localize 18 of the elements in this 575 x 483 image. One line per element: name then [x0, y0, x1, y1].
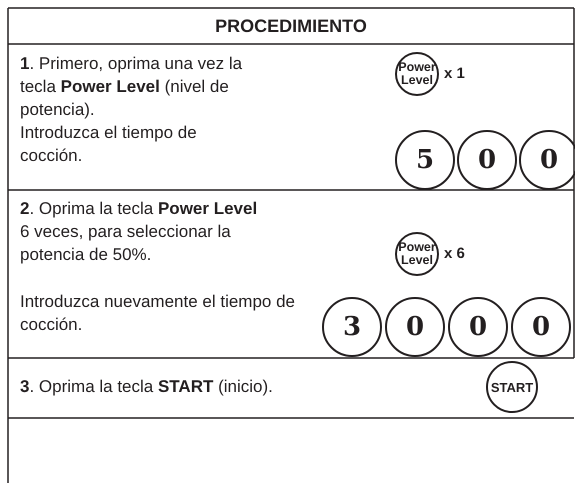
digit-key: 5 — [395, 130, 455, 190]
digit-key: 0 — [457, 130, 517, 190]
press-count: x 1 — [444, 65, 465, 82]
press-count: x 6 — [444, 245, 465, 262]
digit-key: 0 — [519, 130, 575, 190]
power-level-key: Power Level — [395, 232, 439, 276]
step-text: Introduzca el tiempo de cocción. — [20, 122, 198, 167]
step-text: 2. Oprima la tecla Power Level 6 veces, para seleccionar la potencia de 50%. — [20, 198, 258, 266]
digit-key: 3 — [322, 297, 382, 357]
step-text: Introduzca nuevamente el tiempo de cocción. — [20, 291, 296, 336]
start-key: START — [486, 361, 538, 413]
digit-key: 0 — [385, 297, 445, 357]
step-text: 1. Primero, oprima una vez la tecla Power Level (nivel de potencia). — [20, 53, 244, 121]
table-header: PROCEDIMIENTO — [214, 15, 368, 38]
step-text: 3. Oprima la tecla START (inicio). — [20, 376, 274, 398]
power-level-key: Power Level — [395, 52, 439, 96]
digit-key: 0 — [448, 297, 508, 357]
digit-key: 0 — [511, 297, 571, 357]
